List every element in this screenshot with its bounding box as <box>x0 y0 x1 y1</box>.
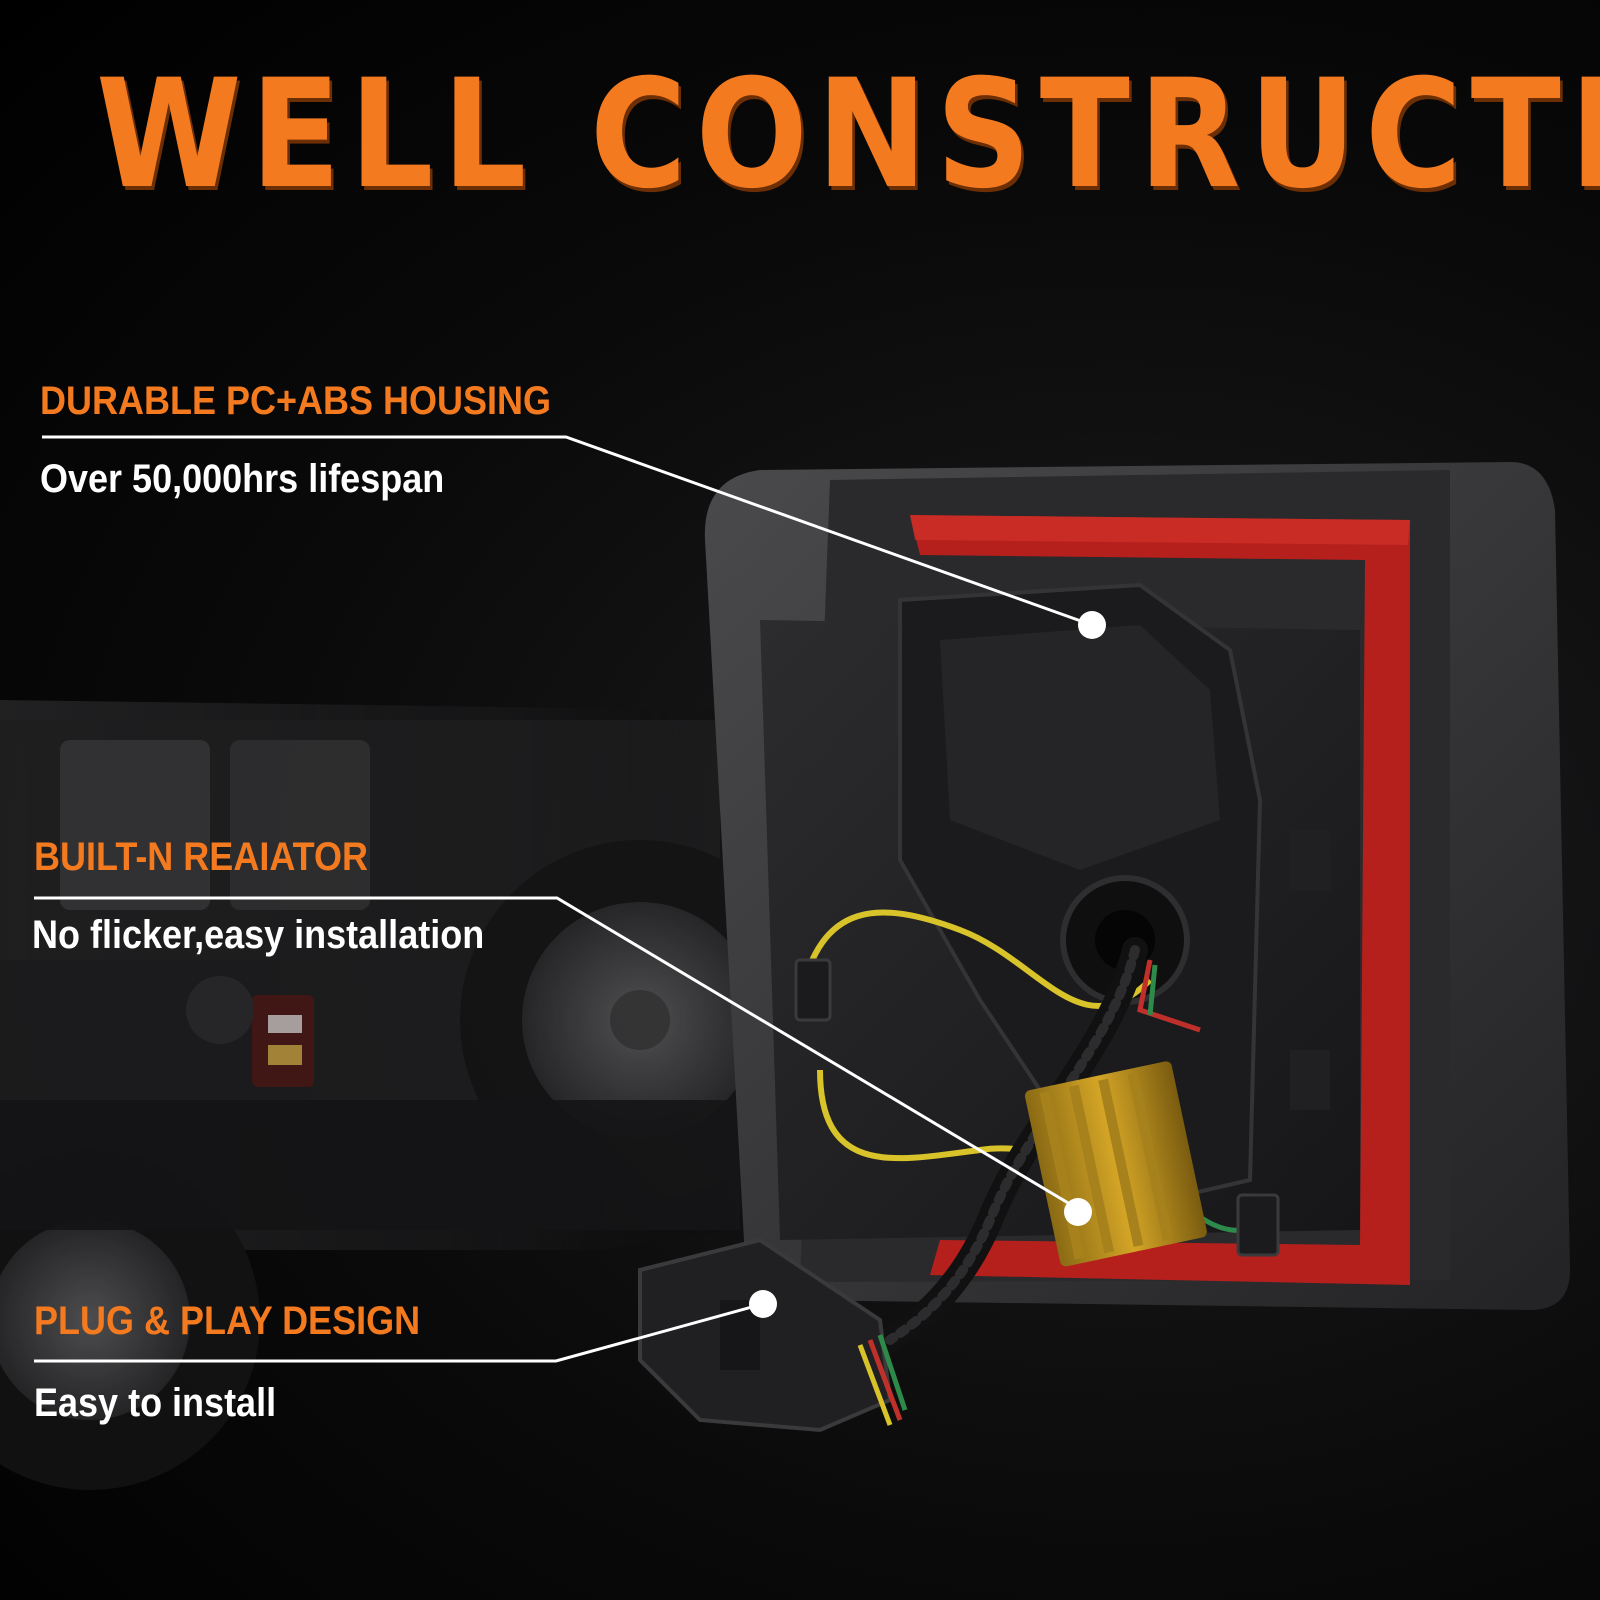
tail-light-housing <box>704 462 1570 1310</box>
callout-dot-housing <box>1078 611 1106 639</box>
side-connector <box>794 958 832 1022</box>
feature-desc-housing: Over 50,000hrs lifespan <box>40 457 445 501</box>
callout-dot-plug <box>749 1290 777 1318</box>
feature-desc-plug: Easy to install <box>34 1381 277 1425</box>
feature-desc-radiator: No flicker,easy installation <box>32 913 485 957</box>
feature-title-housing: DURABLE PC+ABS HOUSING <box>40 379 552 423</box>
headline: WELL CONSTRUCTED <box>96 48 1600 222</box>
callout-line-radiator <box>34 896 1081 1212</box>
feature-title-plug: PLUG & PLAY DESIGN <box>34 1299 421 1343</box>
callout-line-plug <box>34 1302 764 1363</box>
callout-line-housing <box>42 435 1093 627</box>
plug-connector <box>638 1237 908 1433</box>
callout-lines <box>34 435 1093 1363</box>
jeep-background <box>0 700 820 1490</box>
feature-title-radiator: BUILT-N REAIATOR <box>34 835 368 879</box>
callout-dot-radiator <box>1064 1198 1092 1226</box>
side-connector <box>1236 1193 1280 1257</box>
